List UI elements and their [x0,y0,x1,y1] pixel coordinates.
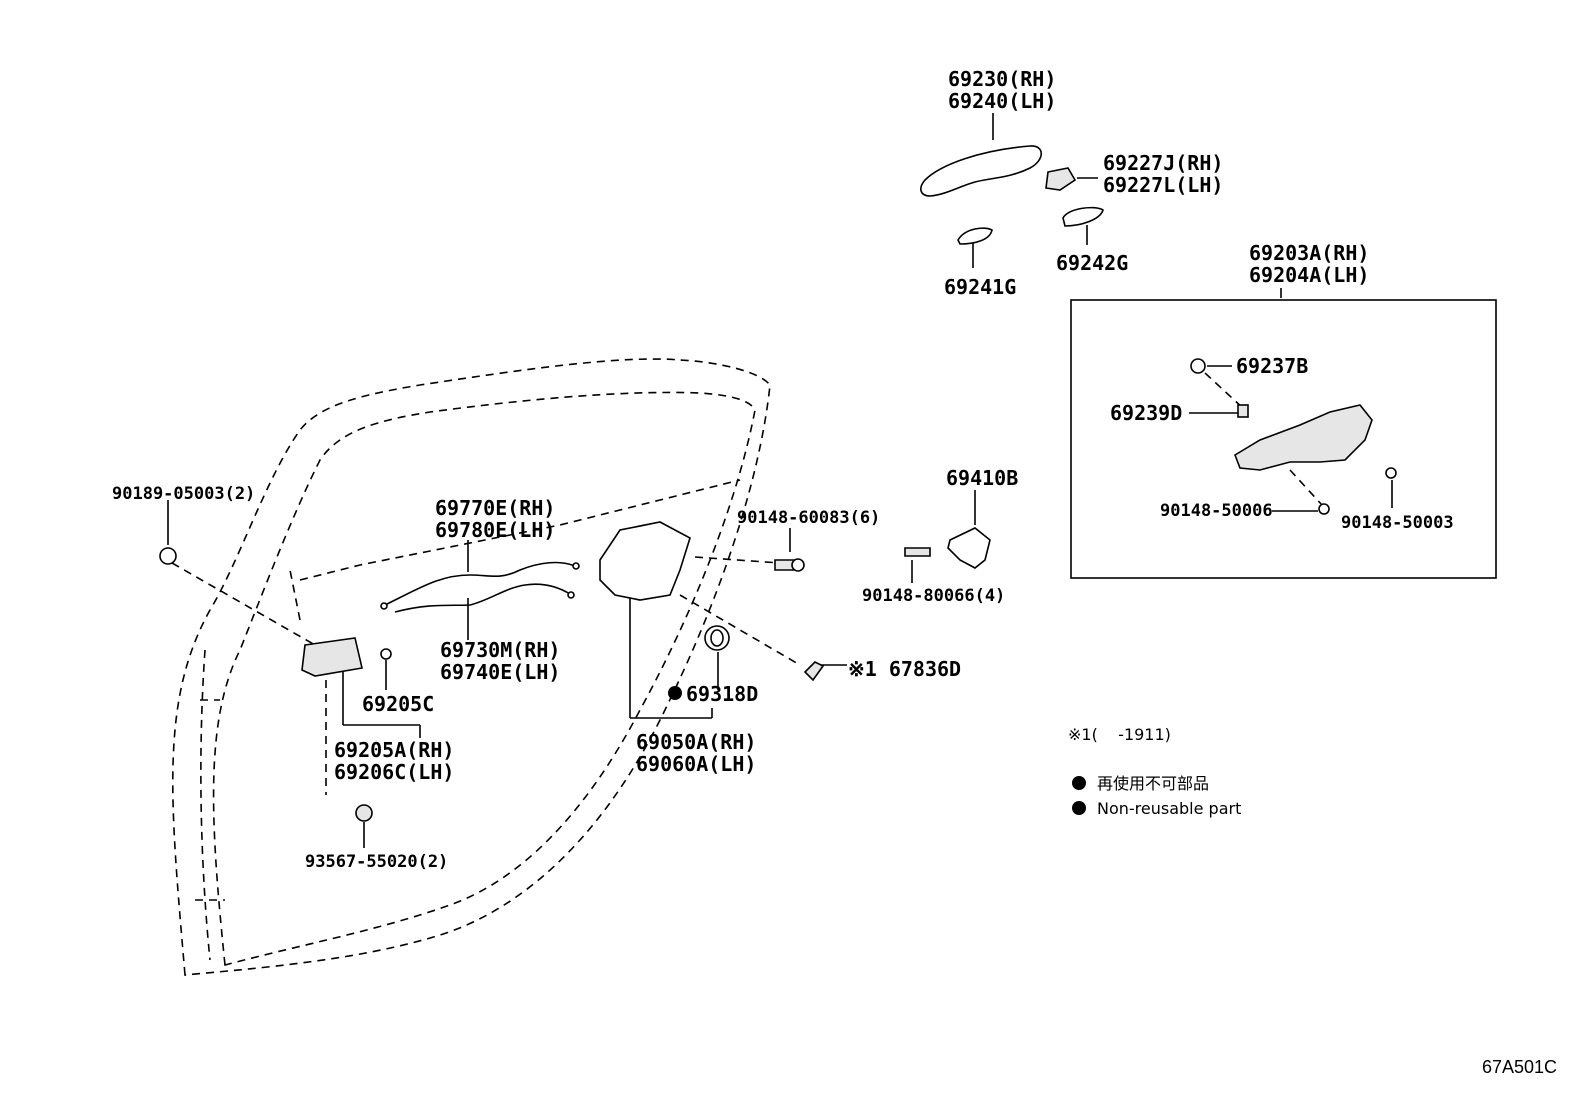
legend-bullet-en [1072,801,1086,815]
pad-front-drawing [957,227,993,245]
label-69318D: 69318D [686,682,758,706]
screw-50003-drawing [1385,467,1397,479]
cap-69237B-drawing [1190,358,1206,374]
pad-rear-drawing [1062,206,1104,227]
label-69060A: 69060A(LH) [636,752,756,776]
label-69230: 69230(RH) [948,67,1056,91]
label-90148-50003: 90148-50003 [1341,513,1454,533]
label-90148-60083: 90148-60083(6) [737,508,880,528]
leader-lines [167,113,1393,848]
bolt-93567-drawing [355,804,373,822]
striker-drawing [947,527,991,569]
grommet-drawing [159,547,177,565]
label-69770E: 69770E(RH) [435,496,555,520]
label-69730M: 69730M(RH) [440,638,560,662]
label-90148-80066: 90148-80066(4) [862,586,1005,606]
label-69242G: 69242G [1056,251,1128,275]
cable-lower-drawing [394,583,571,613]
label-69410B: 69410B [946,466,1018,490]
label-69203A: 69203A(RH) [1249,241,1369,265]
bolt-80066-drawing [904,547,931,557]
label-69204A: 69204A(LH) [1249,263,1369,287]
frame-assembly-drawing [1234,404,1373,471]
label-69205C: 69205C [362,692,434,716]
screw-60083-head-drawing [791,558,805,572]
clip-69239D-drawing [1237,404,1249,418]
screw-69205C-drawing [380,648,392,660]
label-69205A: 69205A(RH) [334,738,454,762]
label-67836D: ※1 67836D [848,657,961,681]
label-69241G: 69241G [944,275,1016,299]
label-69240: 69240(LH) [948,89,1056,113]
label-69239D: 69239D [1110,401,1182,425]
door-lock-drawing [599,521,691,601]
screw-50006-drawing [1318,503,1330,515]
part-labels: 69230(RH) 69240(LH) 69227J(RH) 69227L(LH… [112,67,1454,872]
label-69227L: 69227L(LH) [1103,173,1223,197]
outer-handle-drawing [920,145,1043,197]
label-93567-55020: 93567-55020(2) [305,852,448,872]
label-69206C: 69206C(LH) [334,760,454,784]
clip-67836D-drawing [803,661,825,682]
label-69050A: 69050A(RH) [636,730,756,754]
label-90148-50006: 90148-50006 [1160,501,1273,521]
legend-jp: 再使用不可部品 [1097,774,1209,793]
door-outline [171,358,771,976]
latch-drawing [301,637,363,677]
label-69780E: 69780E(LH) [435,518,555,542]
label-69227J: 69227J(RH) [1103,151,1223,175]
non-reusable-marker [668,686,682,700]
legend-en: Non-reusable part [1097,799,1241,818]
remark-1911: ※1( -1911) [1068,725,1171,744]
label-69740E: 69740E(LH) [440,660,560,684]
legend-bullet-jp [1072,776,1086,790]
cable-upper-drawing [384,561,576,606]
parts [159,145,1497,822]
handle-cover-drawing [1045,167,1077,191]
frame-box [1070,299,1497,579]
label-69237B: 69237B [1236,354,1308,378]
label-90189-05003: 90189-05003(2) [112,484,255,504]
legend: ※1( -1911) 再使用不可部品 Non-reusable part [1068,725,1241,818]
diagram-code: 67A501C [1482,1057,1557,1077]
